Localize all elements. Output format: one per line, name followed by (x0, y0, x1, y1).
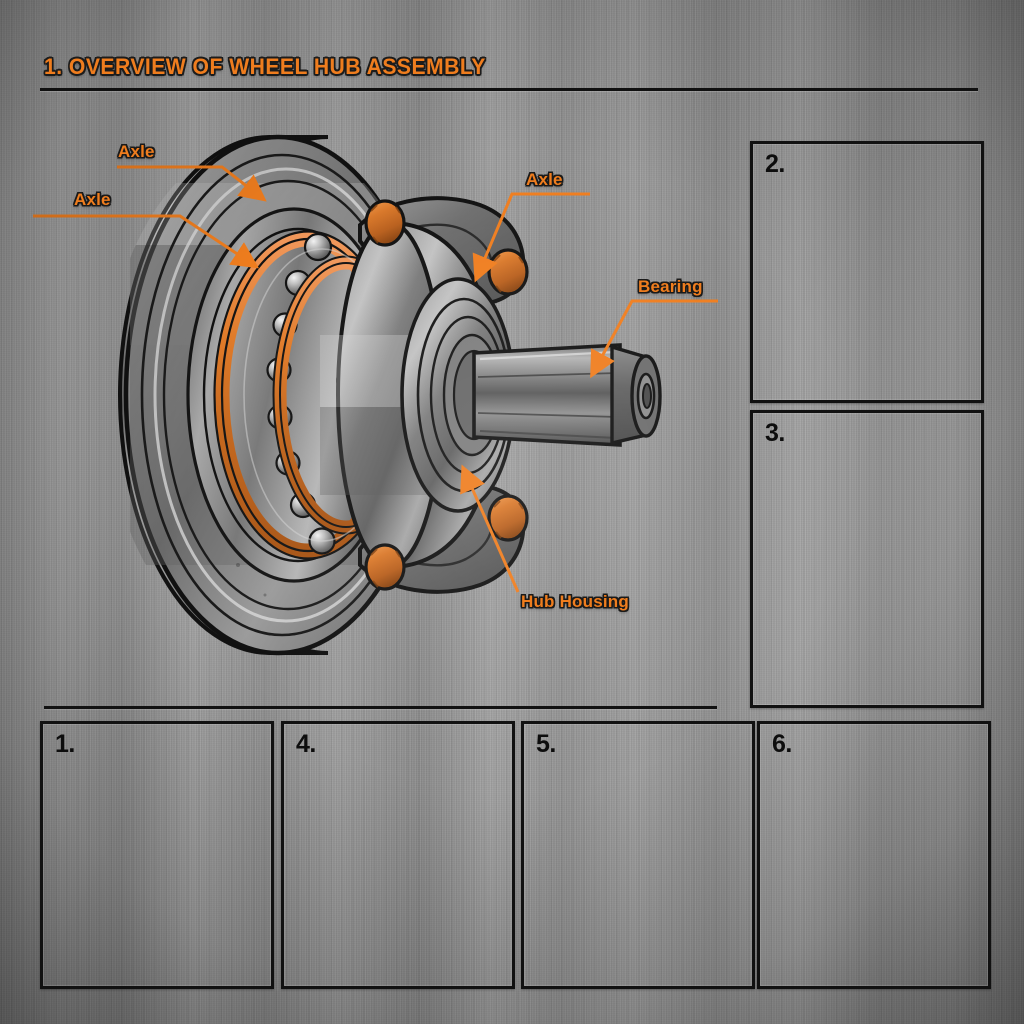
callout-label-bearing: Bearing (638, 277, 703, 296)
callout-label-axle-1: Axle (118, 142, 155, 161)
bottom-row-divider (44, 706, 717, 709)
lug-bolt-top-left (364, 199, 406, 247)
panel-number-3: 3. (765, 419, 785, 447)
callout-label-axle-2: Axle (74, 190, 111, 209)
storyboard-panel-5[interactable]: 5. (521, 721, 755, 989)
storyboard-panel-6[interactable]: 6. (757, 721, 991, 989)
axle-shaft-spline-2 (477, 412, 619, 418)
axle-shaft-shadow-bottom (479, 430, 617, 439)
page-title: 1. OVERVIEW OF WHEEL HUB ASSEMBLY (44, 54, 486, 79)
axle-center-bore (642, 383, 652, 409)
panel-number-6: 6. (772, 730, 792, 758)
title-underline (40, 88, 978, 91)
panel-number-1: 1. (55, 730, 75, 758)
lug-bolt-bottom-left (364, 543, 406, 591)
storyboard-panel-4[interactable]: 4. (281, 721, 515, 989)
panel-number-4: 4. (296, 730, 316, 758)
storyboard-panel-3[interactable]: 3. (750, 410, 984, 708)
storyboard-panel-1[interactable]: 1. (40, 721, 274, 989)
axle-shaft-group (472, 343, 662, 447)
storyboard-panel-2[interactable]: 2. (750, 141, 984, 403)
wheel-hub-assembly-illustration (60, 95, 740, 695)
callout-label-hub-housing: Hub Housing (521, 592, 629, 611)
panel-number-5: 5. (536, 730, 556, 758)
axle-shaft-body (472, 343, 622, 447)
callout-label-axle-3: Axle (526, 170, 563, 189)
panel-number-2: 2. (765, 150, 785, 178)
